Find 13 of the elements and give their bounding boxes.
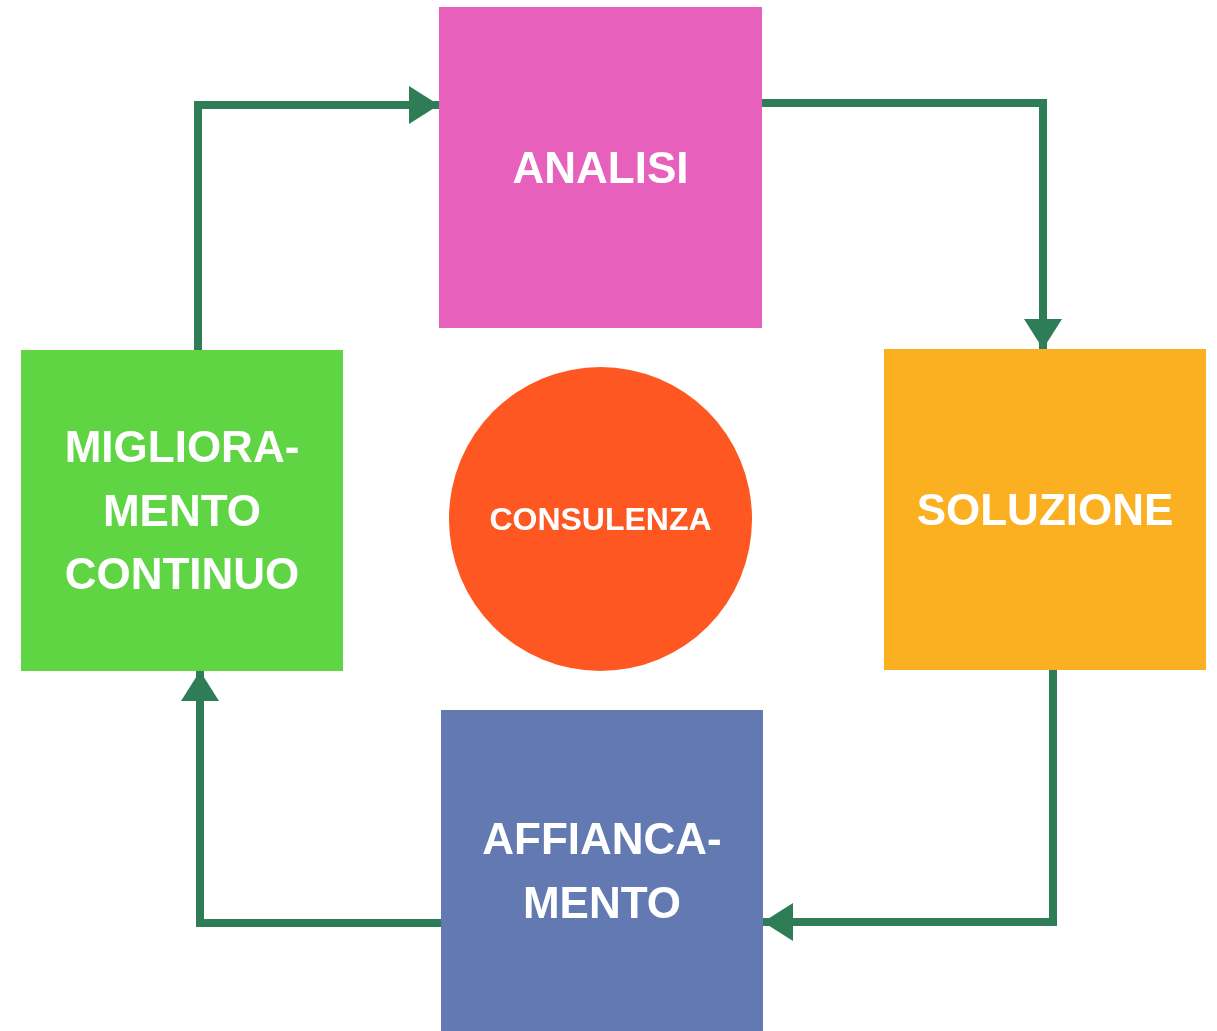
arrow (763, 670, 1057, 941)
node-label: SOLUZIONE (916, 483, 1174, 536)
process-box (21, 350, 343, 671)
process-box (439, 7, 762, 328)
process-box (441, 710, 763, 1031)
process-box (884, 349, 1206, 670)
node-label: MIGLIORA- MENTO CONTINUO (63, 420, 301, 601)
node-label: ANALISI (512, 141, 689, 194)
node-label: CONSULENZA (489, 499, 712, 539)
arrow (762, 99, 1062, 349)
node-label: AFFIANCA- MENTO (481, 812, 723, 929)
arrow (181, 671, 441, 927)
arrow (194, 86, 439, 350)
